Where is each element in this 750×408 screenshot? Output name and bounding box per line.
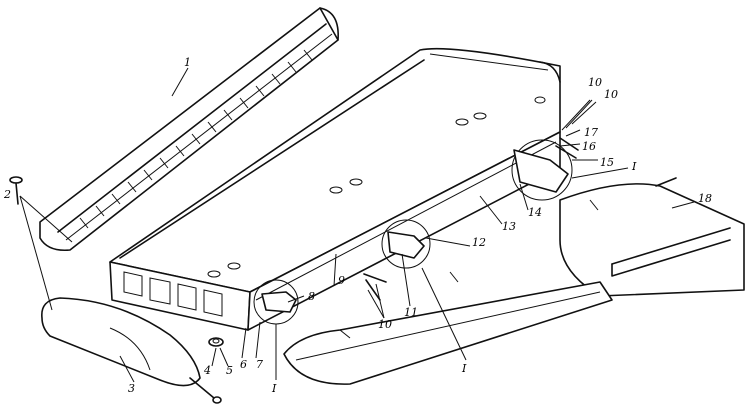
- part-1-slat: [39, 7, 339, 252]
- label-8: 8: [308, 290, 315, 303]
- label-2: 2: [3, 188, 11, 201]
- label-10-upper: 10: [588, 76, 602, 89]
- label-6: 6: [240, 358, 247, 371]
- part-4-5-washer: [208, 337, 224, 347]
- hinge-bracket-3: [511, 139, 573, 201]
- label-13: 13: [502, 220, 516, 233]
- label-5: 5: [226, 364, 233, 377]
- part-18-flap: [559, 177, 745, 297]
- label-14: 14: [528, 206, 542, 219]
- aileron: [283, 199, 613, 385]
- part-2-screw: [9, 176, 23, 205]
- leader-lines: [19, 67, 695, 383]
- label-I-middle: I: [461, 362, 467, 375]
- label-15: 15: [600, 156, 614, 169]
- label-16: 16: [582, 140, 596, 153]
- label-4: 4: [203, 364, 211, 377]
- label-1: 1: [184, 56, 191, 69]
- part-3-wingtip-fairing: [41, 297, 222, 404]
- label-I-right: I: [631, 160, 637, 173]
- label-I-left: I: [271, 382, 277, 395]
- label-18: 18: [698, 192, 712, 205]
- label-12: 12: [472, 236, 486, 249]
- label-7: 7: [256, 358, 263, 371]
- bolts: [363, 137, 579, 301]
- callout-labels: 1 2 3 4 5 6 7 8 9 10 10 10 11 12 13 14 1…: [3, 56, 712, 395]
- label-10-mid: 10: [604, 88, 618, 101]
- hinge-bracket-2: [381, 219, 431, 269]
- label-10-lower: 10: [378, 318, 392, 331]
- label-11: 11: [404, 306, 418, 319]
- label-3: 3: [128, 382, 135, 395]
- main-wing-box: [109, 47, 561, 331]
- label-9: 9: [338, 274, 345, 287]
- label-17: 17: [584, 126, 598, 139]
